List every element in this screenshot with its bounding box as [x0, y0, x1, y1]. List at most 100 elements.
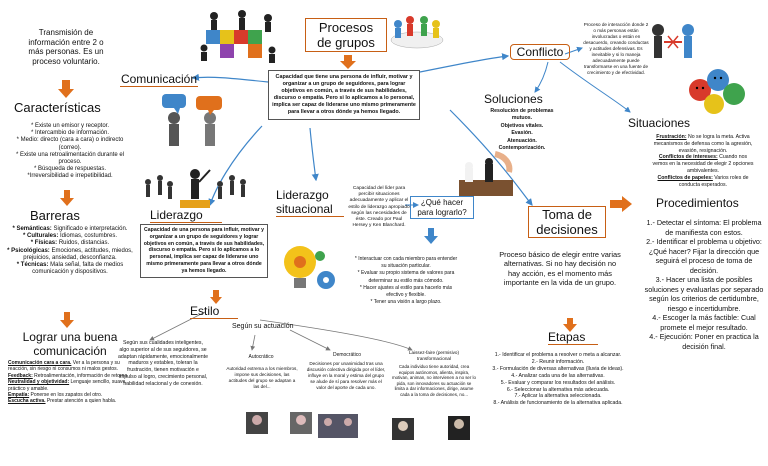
item-text: Prestar atención a quien habla.	[45, 398, 117, 405]
item-label: Conflictos de intereses:	[658, 154, 718, 161]
item-text: Mala señal, falta de medios comunicación…	[32, 262, 124, 276]
item-label: Feedback:	[8, 372, 33, 379]
puzzle-people-icon	[200, 10, 276, 63]
situacional-definition: Capacidad del líder para percibir situac…	[348, 186, 410, 229]
list-item: * Físicas: Ruidos, distancias.	[6, 240, 134, 247]
segun-cualidades: Según sus cualidades inteligentes, algo …	[118, 340, 208, 387]
speech-bubbles-people-icon	[162, 94, 222, 146]
list-item: * Hacer ajustes al estilo para hacerlo m…	[359, 284, 453, 299]
item-text: No se logra la meta. Activa mecanismos d…	[653, 134, 753, 154]
item-text: Significado e interpretación.	[51, 226, 128, 232]
list-item: Feedback: Retroalimentación, información…	[8, 373, 132, 379]
line-to-liderazgo	[208, 125, 263, 207]
style-text-autocratico: Autoridad extrema a los miembros, impone…	[226, 366, 298, 389]
barreras-title: Barreras	[30, 208, 80, 223]
situacional-title: Liderazgo situacional	[276, 188, 344, 217]
list-item: * Existe una retroalimentación durante e…	[15, 151, 125, 166]
list-item: 2.- Identificar el problema u objetivo: …	[646, 237, 762, 275]
list-item: Conflictos de intereses: Cuando nos vemo…	[652, 154, 754, 174]
list-item: Evasión.	[511, 130, 533, 137]
democratic-leaders-photo	[318, 414, 358, 438]
liderazgo-title: Liderazgo	[150, 208, 222, 223]
list-item: Atenuación.	[507, 137, 537, 144]
item-text: Ruidos, distancias.	[57, 240, 110, 247]
list-item: 4.- Analizar cada una de las alternativa…	[511, 372, 605, 379]
down-arrow-icon	[210, 290, 222, 304]
item-text: Ponerse en los zapatos del otro.	[29, 392, 103, 399]
style-name-autocratico: Autocrático	[248, 354, 274, 360]
item-label: * Técnicas:	[16, 262, 49, 269]
segun-actuacion: Según su actuación	[232, 323, 294, 330]
meeting-people-icon	[390, 16, 444, 49]
buena-comunicacion-title: Lograr una buena comunicación	[22, 330, 118, 358]
laissez-faire-leader-photo	[392, 418, 414, 440]
item-text: Idiomas, costumbres.	[58, 233, 118, 240]
list-item: * Intercambio de información.	[30, 130, 110, 137]
down-arrow-icon	[60, 190, 74, 206]
conflicto-title: Conflicto	[510, 44, 570, 60]
list-item: Objetivos vitales.	[500, 122, 544, 129]
down-arrow-icon-blue	[424, 228, 438, 244]
situacional-title-line2: situacional	[276, 202, 333, 216]
chess-hand-icon	[459, 151, 513, 196]
autocratic-leader-photo-2	[290, 412, 312, 434]
item-text: Lenguaje sencillo, suave, práctico y ama…	[8, 379, 127, 392]
situaciones-list: Frustración: No se logra la meta. Activa…	[652, 134, 754, 188]
conflicto-definition: Proceso de interacción donde 2 o más per…	[583, 22, 649, 75]
situacional-title-line1: Liderazgo	[276, 188, 329, 202]
list-item: * Existe un emisor y receptor.	[30, 123, 110, 129]
list-item: Comunicación cara a cara. Ver a la perso…	[8, 360, 132, 373]
center-definition: Capacidad que tiene una persona de influ…	[268, 70, 420, 120]
item-label: * Semánticas:	[12, 226, 52, 232]
list-item: 6.- Seleccionar la alternativa más adecu…	[506, 386, 610, 393]
item-text: Cuando nos vemos en la necesidad de eleg…	[652, 154, 754, 174]
list-item: 7.- Aplicar la alternativa seleccionada.	[514, 393, 602, 400]
balloon-faces-icon	[689, 69, 745, 114]
list-item: Neutralidad y objetividad: Lenguaje senc…	[8, 379, 132, 392]
style-name-democratico: Democrático	[332, 352, 362, 358]
decisiones-title: Toma de decisiones	[528, 206, 606, 238]
list-item: Conflictos de papeles: Varios roles de c…	[652, 175, 754, 189]
list-item: 3.- Formulación de diversas alternativas…	[492, 365, 624, 372]
item-text: Retroalimentación, información de retorn…	[32, 372, 129, 379]
etapas-title: Etapas	[548, 330, 598, 345]
list-item: Empatía: Ponerse en los zapatos del otro…	[8, 392, 132, 398]
center-title: Procesos de grupos	[305, 18, 387, 52]
barreras-list: * Semánticas: Significado e interpretaci…	[6, 226, 134, 276]
list-item: 4.- Escoger la más factible: Cual promet…	[652, 313, 756, 332]
decisiones-title-line2: decisiones	[536, 222, 598, 237]
decisiones-title-line1: Toma de	[542, 207, 592, 222]
line-to-situacional	[309, 127, 319, 182]
list-item: 8.- Análisis de funcionamiento de la alt…	[493, 400, 623, 407]
center-title-line1: Procesos	[318, 20, 374, 35]
list-item: * Medio: directo (cara a cara) o indirec…	[16, 137, 124, 151]
list-item: * Búsqueda de respuestas.	[33, 166, 107, 173]
style-text-democratico: Decisiones por unanimidad tras una discu…	[306, 361, 386, 390]
item-label: Frustración:	[656, 134, 687, 140]
list-item: 5.- Evaluar y comparar los resultados de…	[500, 379, 616, 386]
comunicacion-intro: Transmisión de información entre 2 o más…	[28, 28, 104, 66]
list-item: 4.- Ejecución: Poner en practica la deci…	[649, 332, 759, 351]
list-item: * Interactuar con cada miembro para ente…	[354, 256, 458, 270]
lightbulb-gears-icon	[284, 246, 335, 289]
caracteristicas-list: * Existe un emisor y receptor. * Interca…	[6, 123, 134, 181]
list-item: * Tener una visión a largo plazo.	[370, 299, 442, 306]
right-arrow-icon	[610, 196, 632, 212]
caracteristicas-title: Características	[14, 100, 101, 115]
item-label: Neutralidad y objetividad:	[8, 379, 70, 386]
item-label: Empatía:	[8, 392, 30, 399]
list-item: Contemporización.	[498, 145, 546, 152]
item-text: Varios roles de conducta esperados.	[678, 174, 749, 188]
list-item: 1.- Detectar el síntoma: El problema de …	[646, 218, 762, 237]
line-to-conflicto	[419, 53, 510, 73]
leader-followers-icon	[145, 169, 246, 208]
item-label: * Psicológicas:	[7, 247, 50, 254]
list-item: * Culturales: Idiomas, costumbres.	[6, 233, 134, 240]
item-label: * Culturales:	[22, 233, 59, 240]
list-item: Escucha activa. Prestar atención a quien…	[8, 398, 132, 404]
etapas-list: 1.- Identificar el problema a resolver o…	[490, 352, 626, 407]
comunicacion-title: Comunicación	[120, 72, 198, 87]
down-arrow-icon	[563, 318, 577, 332]
estilo-title: Estilo	[190, 304, 238, 319]
